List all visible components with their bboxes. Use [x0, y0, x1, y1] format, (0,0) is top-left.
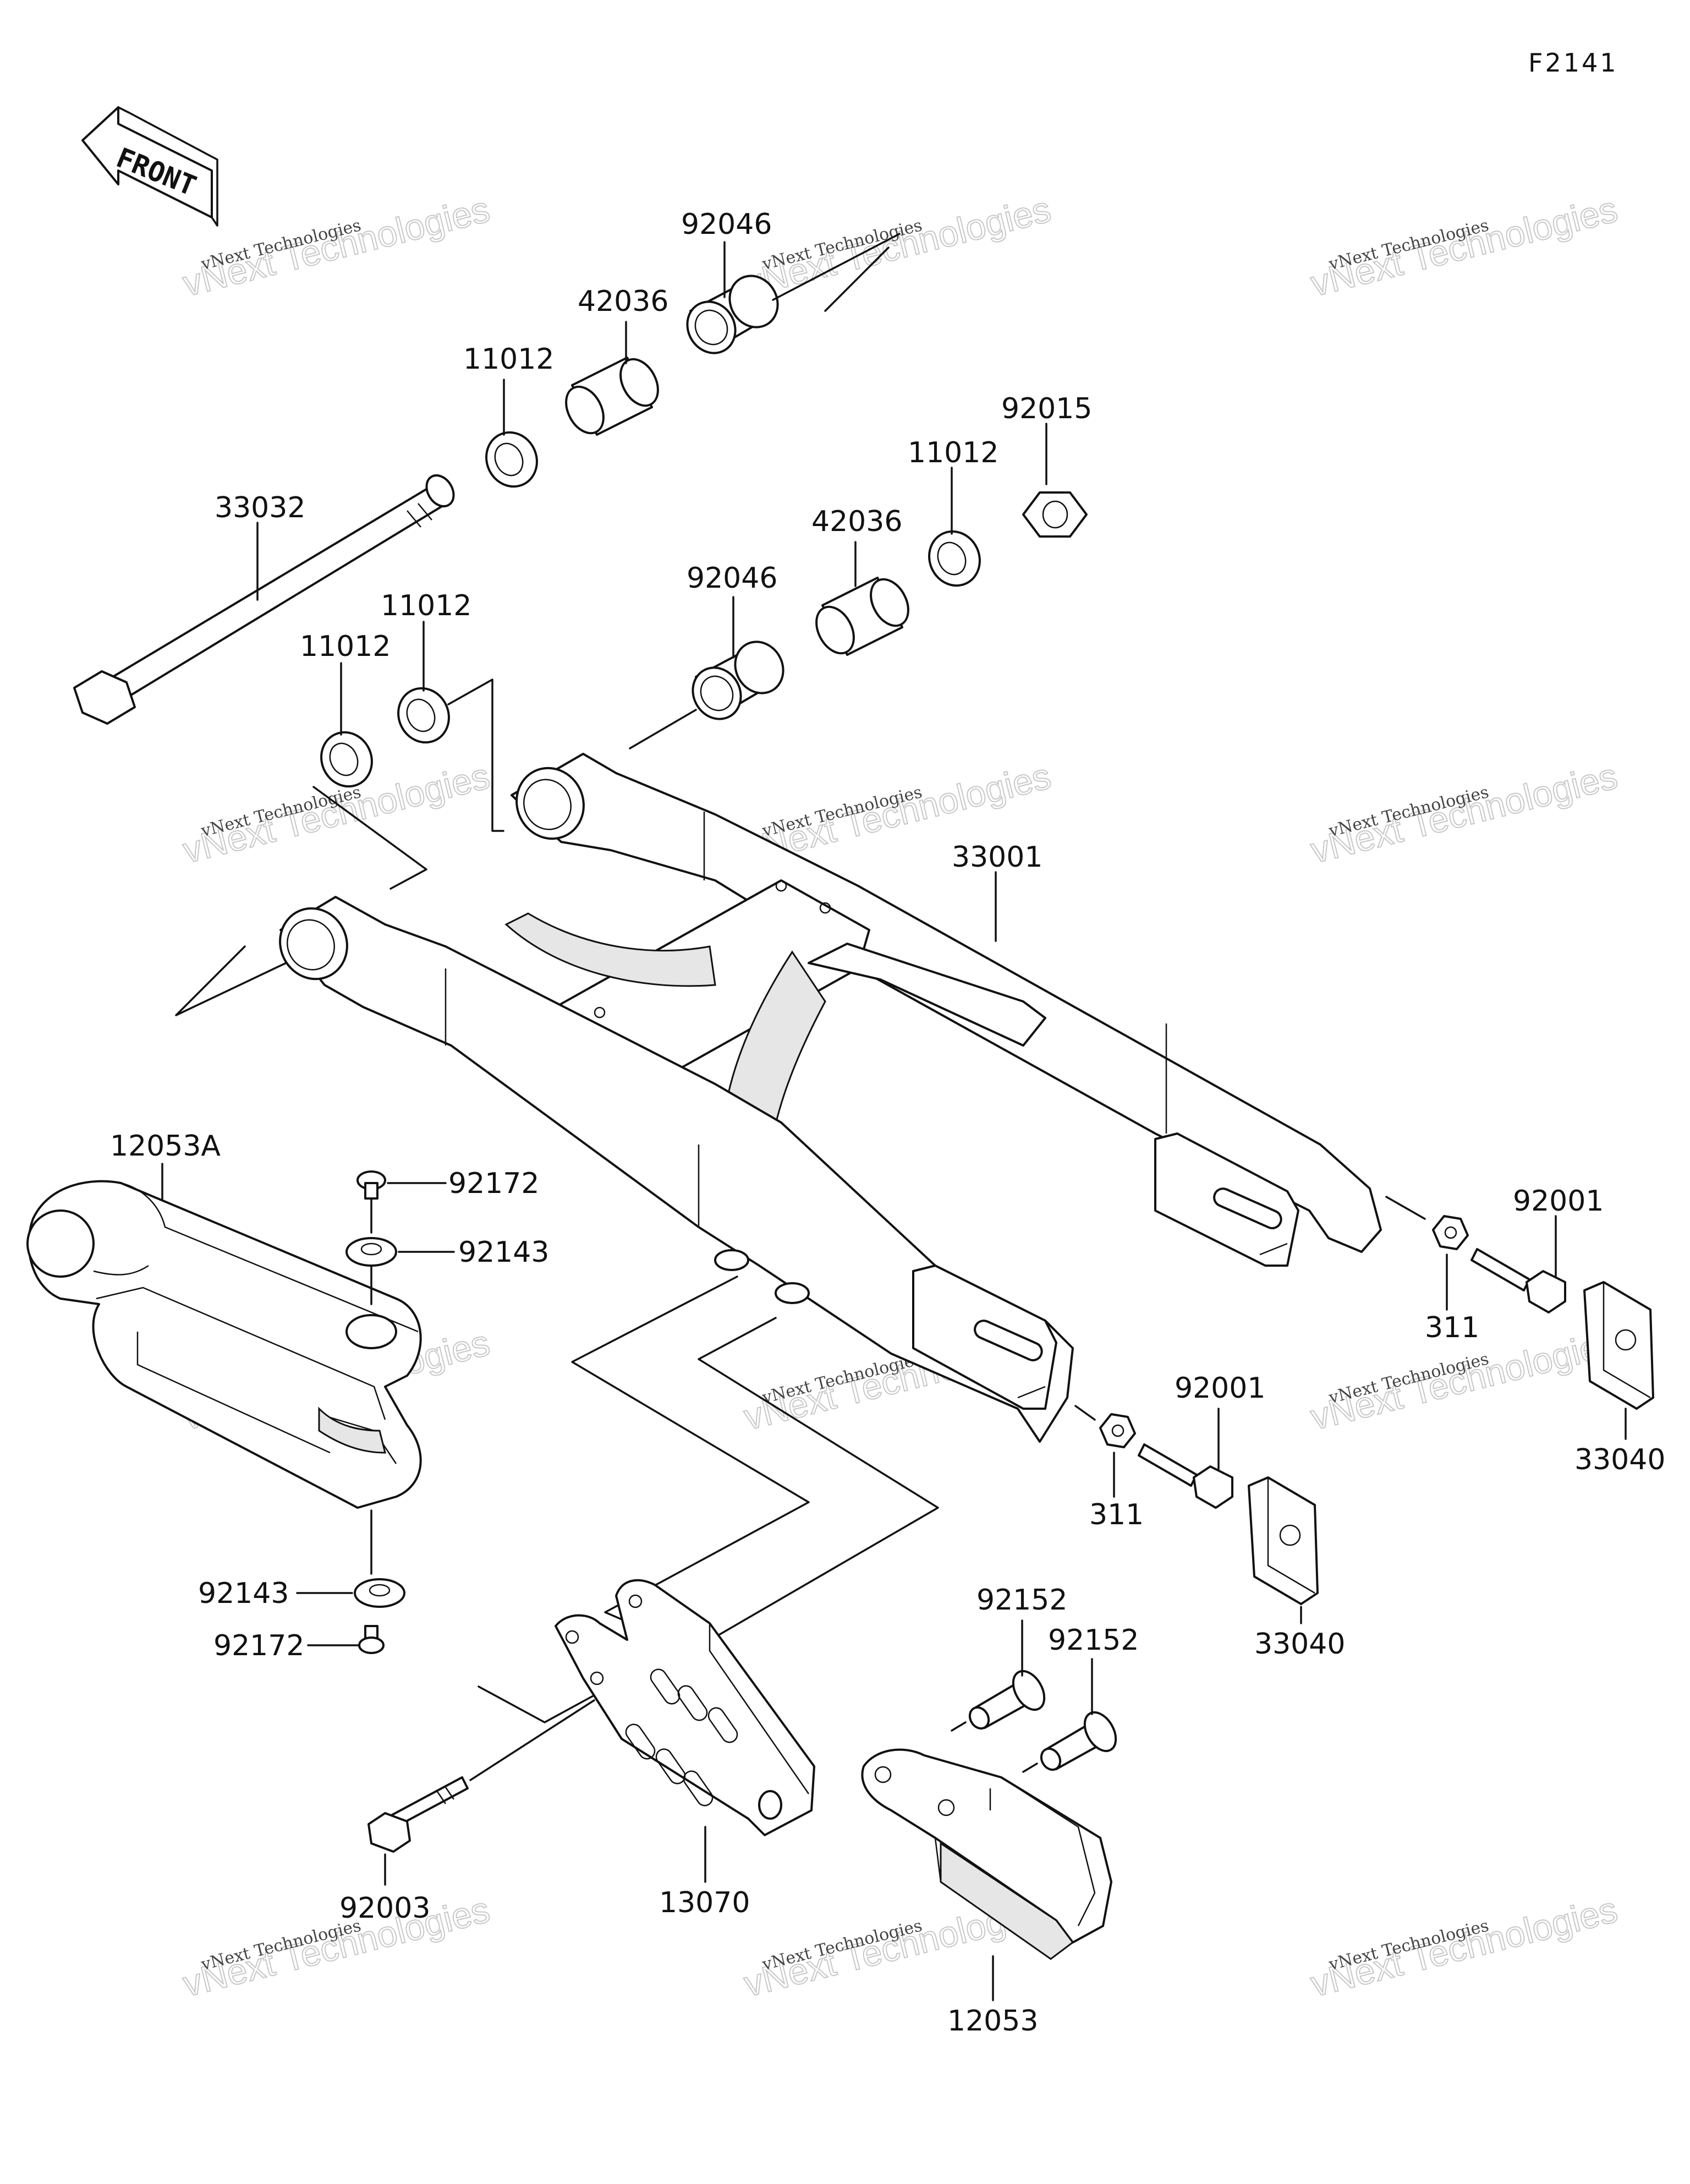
part-33001-swingarm	[279, 753, 1382, 1443]
part-33040-mid-plate	[1248, 1476, 1319, 1605]
part-92152-b-collar-bolt	[1040, 1711, 1117, 1771]
part-92046-top-bearing	[686, 275, 779, 354]
svg-text:vNext Technologies: vNext Technologies	[179, 1889, 493, 2004]
label-92152-b: 92152	[1048, 1624, 1139, 1657]
watermark: vNext Technologies vNext Technologies	[178, 1888, 494, 2005]
label-92143-bot: 92143	[198, 1577, 289, 1610]
part-11012-a-seal	[485, 431, 538, 488]
part-92003-bolt	[367, 1776, 469, 1853]
part-92015-nut	[1022, 491, 1088, 538]
label-11012-b: 11012	[908, 436, 998, 469]
part-92001-right-bolt	[1470, 1248, 1566, 1313]
label-92152-a: 92152	[976, 1584, 1067, 1617]
figure-code: F2141	[1528, 48, 1618, 78]
part-92143-top-washer	[345, 1237, 397, 1267]
svg-text:vNext Technologies: vNext Technologies	[1307, 188, 1621, 304]
watermark: vNext Technologies vNext Technologies	[1306, 188, 1622, 304]
label-33040-right: 33040	[1574, 1443, 1665, 1476]
part-33032-pivot-shaft	[73, 474, 455, 725]
label-11012-a: 11012	[463, 343, 554, 376]
label-92172-top: 92172	[448, 1167, 539, 1200]
label-42036-top: 42036	[578, 285, 668, 318]
label-311-mid: 311	[1089, 1498, 1144, 1531]
label-12053A: 12053A	[110, 1130, 221, 1163]
part-42036-top-collar	[565, 357, 659, 436]
label-92046-mid: 92046	[687, 562, 777, 595]
watermark: vNext Technologies vNext Technologies	[1306, 1888, 1622, 2005]
part-92172-top-screw	[356, 1170, 386, 1200]
part-92152-a-collar-bolt	[968, 1670, 1046, 1730]
part-12053-chain-guide-slider	[861, 1748, 1112, 1960]
part-11012-d-seal	[320, 731, 373, 788]
part-12053A-chain-slider	[26, 1180, 422, 1509]
watermark: vNext Technologies vNext Technologies	[178, 188, 494, 304]
label-92015: 92015	[1001, 392, 1092, 425]
label-33032: 33032	[215, 491, 305, 524]
watermark-group: vNext Technologies vNext Technologies vN…	[178, 188, 1622, 2005]
label-13070: 13070	[659, 1886, 750, 1919]
part-33040-right-plate	[1583, 1281, 1654, 1410]
part-311-mid-nut	[1099, 1413, 1136, 1448]
part-92001-mid-bolt	[1138, 1443, 1233, 1509]
label-92143-top: 92143	[458, 1236, 549, 1269]
label-12053: 12053	[947, 2005, 1038, 2038]
label-33040-mid: 33040	[1254, 1628, 1345, 1661]
label-311-right: 311	[1425, 1311, 1479, 1344]
part-92172-bottom-screw	[358, 1625, 385, 1654]
svg-text:vNext Technologies: vNext Technologies	[1307, 1889, 1621, 2004]
watermark: vNext Technologies vNext Technologies	[1306, 754, 1622, 871]
part-42036-mid-collar	[815, 577, 909, 656]
front-arrow-icon: FRONT	[81, 106, 218, 227]
part-92046-mid-bearing	[692, 641, 784, 720]
label-92001-right: 92001	[1513, 1185, 1604, 1218]
part-13070-chain-guide	[555, 1579, 815, 1836]
watermark: vNext Technologies vNext Technologies	[739, 188, 1055, 304]
label-11012-d: 11012	[300, 630, 391, 663]
part-92143-bottom-washer	[354, 1578, 405, 1608]
svg-text:vNext Technologies: vNext Technologies	[1307, 755, 1621, 871]
part-311-right-nut	[1432, 1215, 1469, 1250]
label-92003: 92003	[339, 1892, 430, 1925]
label-11012-c: 11012	[381, 589, 471, 622]
label-92046-top: 92046	[681, 208, 772, 241]
label-33001: 33001	[952, 841, 1042, 874]
part-11012-b-seal	[928, 530, 981, 587]
svg-text:vNext Technologies: vNext Technologies	[740, 188, 1055, 304]
part-11012-c-seal	[397, 687, 450, 744]
label-42036-mid: 42036	[811, 505, 902, 538]
svg-text:vNext Technologies: vNext Technologies	[179, 188, 493, 304]
label-92172-bot: 92172	[213, 1629, 304, 1662]
label-92001-mid: 92001	[1175, 1372, 1265, 1405]
